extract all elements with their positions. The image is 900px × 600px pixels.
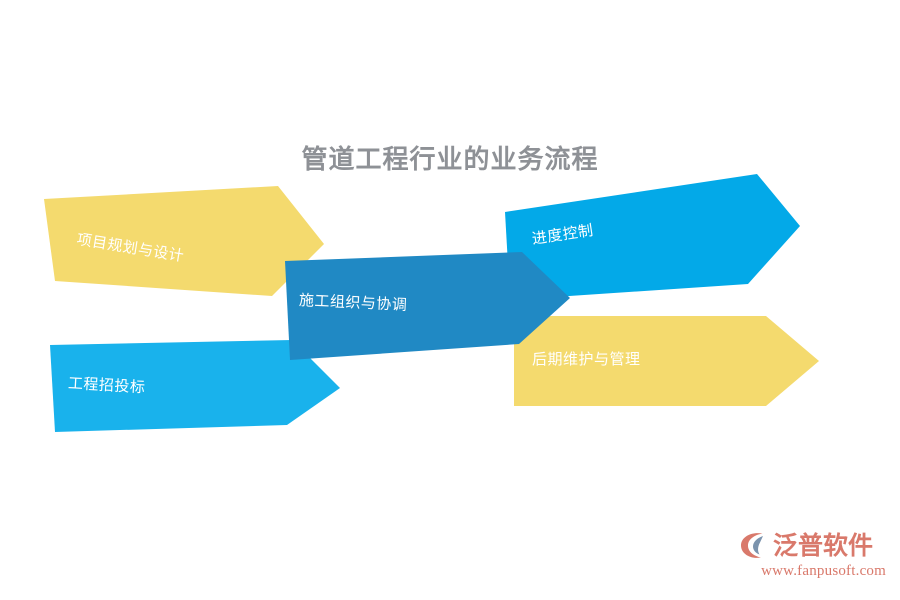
maintenance-arrow-fill bbox=[514, 316, 819, 406]
flow-stage-bidding-label: 工程招投标 bbox=[67, 374, 146, 397]
brand-url: www.fanpusoft.com bbox=[761, 563, 886, 579]
planning-arrow-shape bbox=[44, 186, 324, 296]
flow-stage-construction[interactable]: 施工组织与协调 bbox=[285, 252, 570, 360]
brand-name: 泛普软件 bbox=[773, 530, 874, 560]
brand-logo: 泛普软件 www.fanpusoft.com bbox=[738, 528, 886, 588]
flow-stage-progress[interactable]: 进度控制 bbox=[492, 174, 800, 300]
brand-row: 泛普软件 bbox=[738, 528, 886, 562]
flow-stage-maintenance-label: 后期维护与管理 bbox=[532, 350, 641, 368]
flow-stage-maintenance[interactable]: 后期维护与管理 bbox=[514, 316, 819, 406]
construction-arrow-fill bbox=[285, 252, 570, 360]
bidding-arrow-shape bbox=[50, 340, 340, 432]
progress-arrow-shape bbox=[505, 174, 800, 300]
flow-stage-bidding[interactable]: 工程招投标 bbox=[50, 340, 340, 432]
fanpu-logo-icon bbox=[741, 533, 763, 558]
flow-stage-planning[interactable]: 项目规划与设计 bbox=[44, 186, 324, 296]
page-title: 管道工程行业的业务流程 bbox=[301, 145, 599, 175]
construction-arrow-shape bbox=[285, 252, 570, 360]
planning-arrow-fill bbox=[44, 186, 324, 296]
bidding-arrow-fill bbox=[50, 340, 340, 432]
maintenance-arrow-shape bbox=[514, 316, 819, 406]
progress-arrow-fill bbox=[505, 174, 800, 300]
